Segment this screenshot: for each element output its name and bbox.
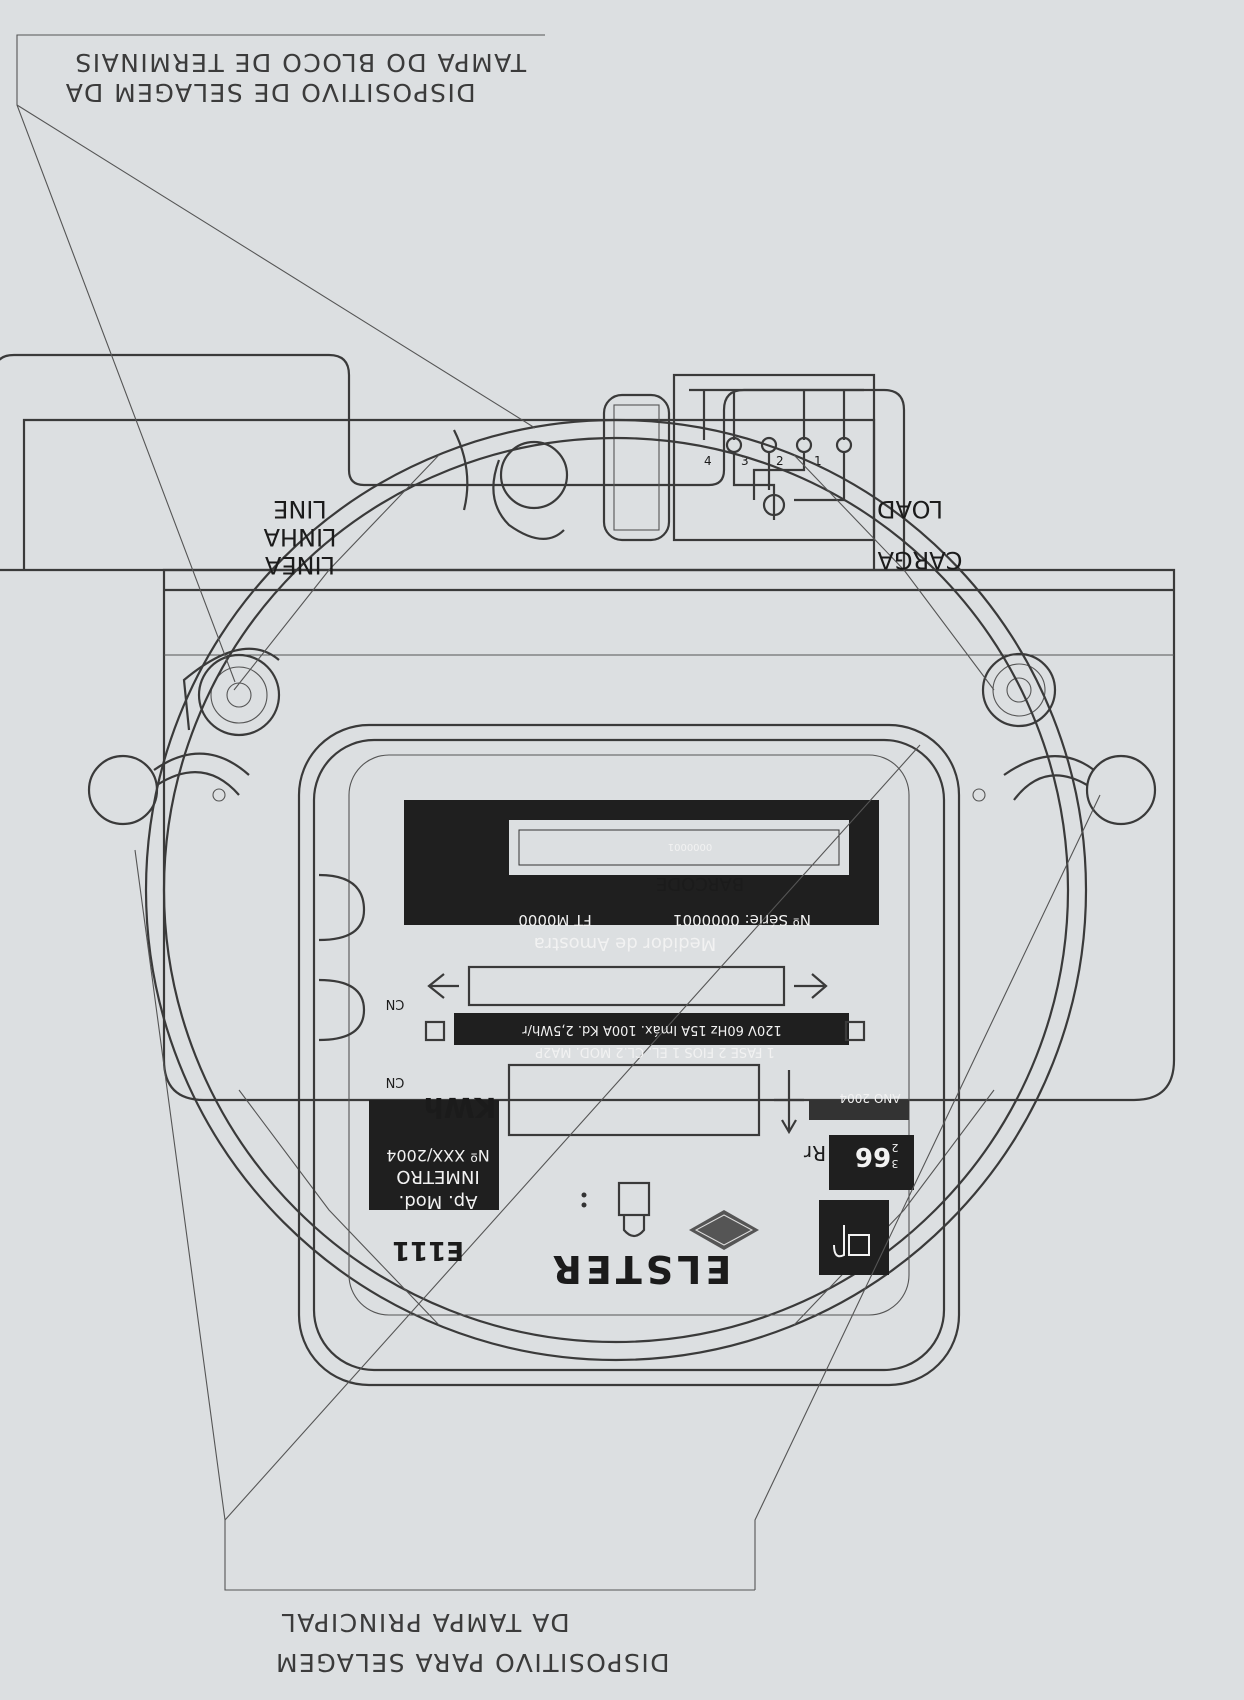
label-load: LOAD [877, 495, 943, 523]
unit-kwh: KWh [424, 1091, 497, 1124]
terminal-window [602, 393, 671, 542]
main-cover-outer [144, 418, 1088, 1362]
leader-terminal-to-ball [16, 104, 536, 429]
rr-box [829, 1135, 914, 1190]
sample-label: Medidor de Amostra [534, 933, 717, 954]
label-line: LINE [273, 495, 327, 523]
seal-wire-left [1013, 774, 1088, 801]
callout-terminal-line1: DISPOSITIVO DE SELAGEM DA [64, 78, 475, 107]
cover-window-outer [297, 723, 961, 1387]
label-carga: CARGA [877, 546, 962, 574]
cover-facet-3 [793, 1089, 995, 1326]
terminal-cover-inner [22, 418, 876, 570]
seal-hole-left [972, 788, 986, 802]
terminal-window-inner [613, 404, 660, 531]
approval-line2: INMETRO [396, 1166, 479, 1187]
terminal-number-3: 3 [741, 454, 749, 468]
cn-bump-lower [318, 978, 366, 1042]
cover-facet-1 [793, 454, 995, 691]
cover-window-inner [312, 738, 946, 1372]
spec-line2: 1 FASE 2 FIOS 1 EL. CL.2 MOD. MA2P [535, 1044, 775, 1059]
optical-port-box [819, 1200, 889, 1275]
terminal-number-1: 1 [814, 454, 822, 468]
serial-label: Nº Série: 0000001 [673, 911, 811, 929]
seal-wire-left-2 [1003, 755, 1095, 776]
year-strip [809, 1100, 909, 1120]
terminal-seal-ball [499, 440, 569, 510]
terminal-number-2: 2 [776, 454, 784, 468]
wiring-schematic [689, 388, 864, 520]
approval-box [369, 1100, 499, 1210]
approval-line3: Nº XXX/2004 [386, 1146, 490, 1165]
cn-label-upper: CN [386, 996, 405, 1011]
leader-terminal-to-left-screw [16, 34, 545, 683]
cover-facet-2 [233, 454, 440, 691]
model-label: E111 [392, 1235, 464, 1265]
rr-value: 66 [855, 1141, 891, 1171]
serial-small: 0000001 [668, 841, 713, 852]
terminal-seal-wire [492, 459, 565, 540]
callout-main-line1: DISPOSITIVO PARA SELAGEM [275, 1648, 670, 1677]
label-linha: LINHA [263, 523, 336, 551]
leader-main-to-right-screw [224, 744, 921, 1521]
main-cover-inner [162, 436, 1070, 1344]
ft-code: FT M0000 [518, 911, 591, 929]
seal-wire-right [156, 771, 240, 796]
cn-bump-upper [318, 873, 366, 942]
rr-label: Rr [803, 1141, 826, 1165]
checkbox-left [424, 1020, 446, 1042]
spec-strip [454, 1013, 849, 1045]
label-linea: LINEA [264, 551, 335, 579]
lock-icon [617, 1181, 651, 1238]
wiring-schematic-box [672, 373, 876, 542]
seal-ball-right [87, 754, 159, 826]
rr-fraction-den: 3 [892, 1157, 899, 1170]
seal-screw-right [182, 647, 281, 737]
register-window [507, 1063, 761, 1137]
rr-fraction-num: 2 [892, 1141, 899, 1154]
leader-main-to-right-ball [754, 794, 1101, 1590]
disc-window [467, 965, 786, 1007]
barcode-box [509, 820, 849, 875]
cover-facet-4 [238, 1089, 440, 1326]
seal-ball-left [1085, 754, 1157, 826]
year-label: ANO 2004 [840, 1091, 901, 1105]
checkbox-right [844, 1020, 866, 1042]
seal-hole-right [212, 788, 226, 802]
rotated-meter-group: 1 2 3 4 [0, 353, 1176, 1387]
seal-screw-left [981, 652, 1057, 728]
brand-label: ELSTER [549, 1247, 732, 1291]
barcode-label: BARCODE [656, 873, 744, 894]
seal-wire-right-2 [153, 752, 250, 776]
register-arrow [774, 1070, 804, 1135]
leader-main-to-left-ball [134, 849, 755, 1591]
barcode-box-inner [518, 829, 840, 866]
approval-line1: Ap. Mod. [399, 1191, 478, 1212]
callout-main-line2: DA TAMPA PRINCIPAL [280, 1608, 569, 1637]
terminal-seal-wire-2 [453, 429, 469, 511]
cn-label-lower: CN [386, 1074, 405, 1089]
spec-line1: 120V 60Hz 15A Imáx. 100A Kd. 2,5Wh/r [522, 1022, 782, 1037]
brand-logo-icon [689, 1210, 759, 1250]
terminal-number-4: 4 [704, 454, 712, 468]
callout-terminal-line2: TAMPA DO BLOCO DE TERMINAIS [74, 48, 527, 77]
arrow-left [794, 973, 828, 999]
arrow-right [427, 973, 459, 999]
callout-leaders [16, 34, 1101, 1591]
